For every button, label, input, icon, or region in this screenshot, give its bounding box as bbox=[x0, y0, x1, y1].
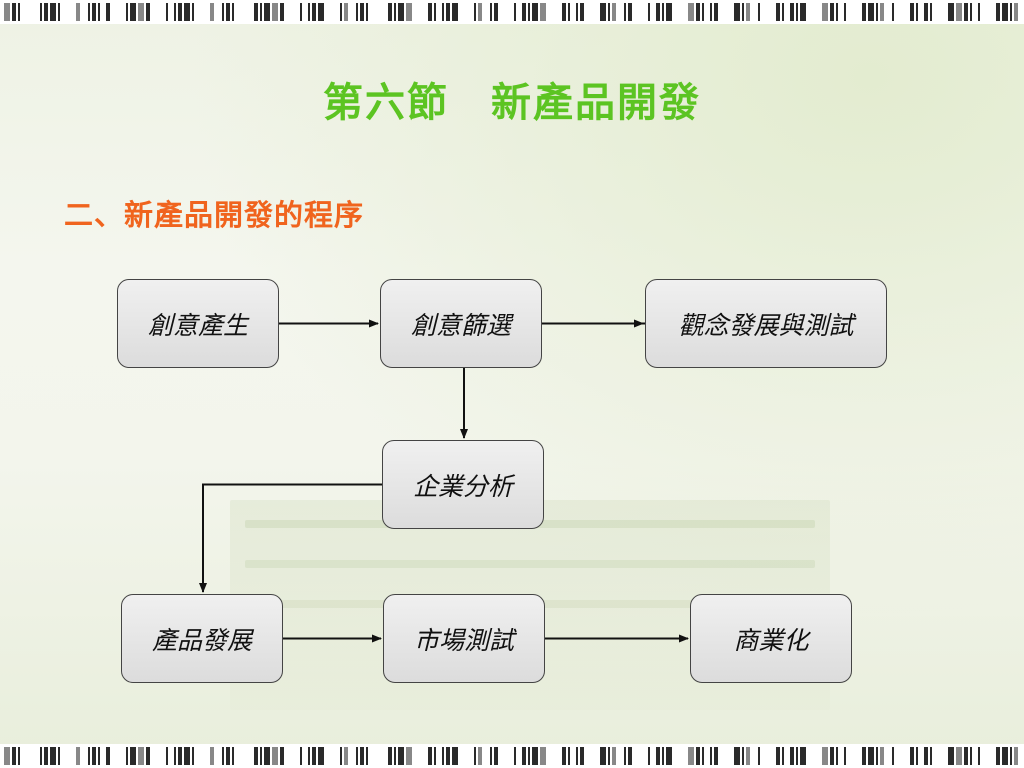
node-label: 市場測試 bbox=[414, 621, 514, 657]
node-label: 商業化 bbox=[733, 621, 808, 657]
node-label: 企業分析 bbox=[413, 467, 513, 503]
flow-node-idea-screening: 創意篩選 bbox=[380, 279, 542, 368]
flow-node-business-analysis: 企業分析 bbox=[382, 440, 544, 529]
flow-node-concept-development-testing: 觀念發展與測試 bbox=[645, 279, 887, 368]
node-label: 創意篩選 bbox=[411, 306, 511, 342]
node-label: 創意產生 bbox=[148, 306, 248, 342]
flow-node-commercialization: 商業化 bbox=[690, 594, 852, 683]
flow-node-market-testing: 市場測試 bbox=[383, 594, 545, 683]
node-label: 觀念發展與測試 bbox=[678, 306, 853, 342]
node-label: 產品發展 bbox=[152, 621, 252, 657]
flow-node-idea-generation: 創意產生 bbox=[117, 279, 279, 368]
flow-node-product-development: 產品發展 bbox=[121, 594, 283, 683]
flow-arrow-step-4-to-step-5 bbox=[203, 485, 382, 593]
